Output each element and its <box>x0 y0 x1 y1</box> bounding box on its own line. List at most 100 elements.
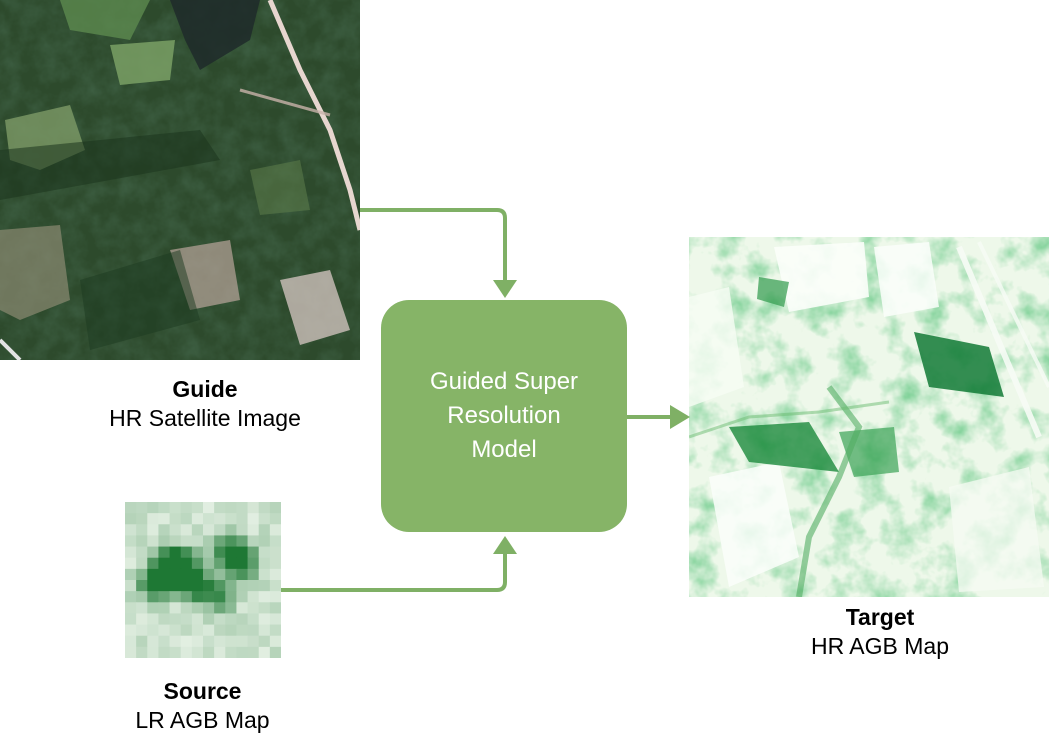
lr-map-cell <box>147 613 159 626</box>
lr-map-cell <box>236 624 249 637</box>
lr-map-cell <box>236 613 249 626</box>
lr-map-cell <box>125 602 137 614</box>
lr-map-cell <box>169 591 182 603</box>
lr-map-cell <box>269 502 281 514</box>
lr-map-cell <box>214 624 226 637</box>
lr-map-cell <box>180 580 193 592</box>
lr-map-cell <box>258 613 271 626</box>
lr-map-cell <box>247 580 260 592</box>
lr-map-cell <box>125 524 137 536</box>
lr-map-cell <box>169 546 182 559</box>
lr-map-cell <box>225 557 237 570</box>
lr-map-cell <box>214 568 226 581</box>
lr-map-cell <box>203 557 215 570</box>
lr-map-cell <box>214 524 226 536</box>
lr-map-cell <box>258 524 271 536</box>
lr-map-cell <box>203 646 215 658</box>
lr-map-cell <box>269 513 281 525</box>
lr-map-cell <box>269 557 281 570</box>
lr-map-cell <box>125 580 137 592</box>
lr-map-cell <box>258 580 271 592</box>
lr-map-cell <box>203 591 215 603</box>
lr-map-cell <box>136 524 148 536</box>
lr-map-cell <box>203 535 215 548</box>
lr-map-cell <box>147 546 159 559</box>
lr-map-cell <box>180 502 193 514</box>
lr-map-cell <box>180 513 193 525</box>
lr-map-cell <box>236 580 249 592</box>
lr-map-cell <box>258 502 271 514</box>
lr-map-cell <box>203 502 215 514</box>
lr-map-cell <box>225 602 237 614</box>
lr-map-cell <box>258 591 271 603</box>
lr-map-cell <box>191 513 204 525</box>
lr-map-cell <box>236 535 249 548</box>
lr-map-cell <box>214 613 226 626</box>
lr-map-cell <box>269 524 281 536</box>
guide-satellite-image <box>0 0 360 360</box>
lr-map-cell <box>169 580 182 592</box>
lr-map-cell <box>147 591 159 603</box>
lr-map-cell <box>247 646 260 658</box>
lr-map-cell <box>236 502 249 514</box>
lr-map-cell <box>180 557 193 570</box>
lr-map-cell <box>125 624 137 637</box>
lr-map-cell <box>158 546 171 559</box>
lr-map-cell <box>203 613 215 626</box>
lr-map-cell <box>203 624 215 637</box>
lr-map-cell <box>136 624 148 637</box>
lr-map-cell <box>169 502 182 514</box>
lr-map-cell <box>191 602 204 614</box>
lr-map-cell <box>158 591 171 603</box>
lr-map-cell <box>236 568 249 581</box>
lr-map-cell <box>169 613 182 626</box>
lr-map-cell <box>147 524 159 536</box>
source-title: Source <box>163 678 242 704</box>
lr-map-cell <box>136 535 148 548</box>
lr-map-cell <box>147 513 159 525</box>
lr-map-cell <box>158 513 171 525</box>
lr-map-cell <box>225 535 237 548</box>
lr-map-cell <box>180 546 193 559</box>
source-arrowhead-icon <box>493 536 517 554</box>
lr-map-cell <box>191 624 204 637</box>
lr-map-cell <box>136 580 148 592</box>
target-subtitle: HR AGB Map <box>810 632 950 659</box>
lr-map-cell <box>247 513 260 525</box>
lr-map-cell <box>125 591 137 603</box>
lr-map-cell <box>225 568 237 581</box>
lr-map-cell <box>269 580 281 592</box>
guide-caption: Guide HR Satellite Image <box>60 375 350 433</box>
lr-map-cell <box>236 591 249 603</box>
lr-map-cell <box>203 568 215 581</box>
lr-map-cell <box>269 613 281 626</box>
lr-map-cell <box>169 513 182 525</box>
lr-map-cell <box>236 546 249 559</box>
lr-map-cell <box>125 546 137 559</box>
lr-map-cell <box>191 535 204 548</box>
lr-map-cell <box>247 535 260 548</box>
lr-map-cell <box>169 635 182 648</box>
lr-map-cell <box>180 568 193 581</box>
lr-map-cell <box>180 535 193 548</box>
lr-map-cell <box>247 602 260 614</box>
lr-map-cell <box>269 646 281 658</box>
lr-map-cell <box>258 568 271 581</box>
lr-map-cell <box>158 557 171 570</box>
lr-map-cell <box>236 602 249 614</box>
lr-map-cell <box>169 524 182 536</box>
lr-map-cell <box>214 535 226 548</box>
lr-map-cell <box>136 513 148 525</box>
lr-map-cell <box>125 535 137 548</box>
lr-map-cell <box>258 513 271 525</box>
lr-map-cell <box>214 591 226 603</box>
guide-title: Guide <box>172 376 238 402</box>
lr-map-cell <box>225 580 237 592</box>
lr-map-cell <box>158 624 171 637</box>
lr-map-cell <box>247 613 260 626</box>
lr-map-cell <box>247 546 260 559</box>
lr-map-cell <box>203 513 215 525</box>
lr-map-cell <box>136 502 148 514</box>
lr-map-cell <box>125 513 137 525</box>
lr-map-cell <box>136 568 148 581</box>
